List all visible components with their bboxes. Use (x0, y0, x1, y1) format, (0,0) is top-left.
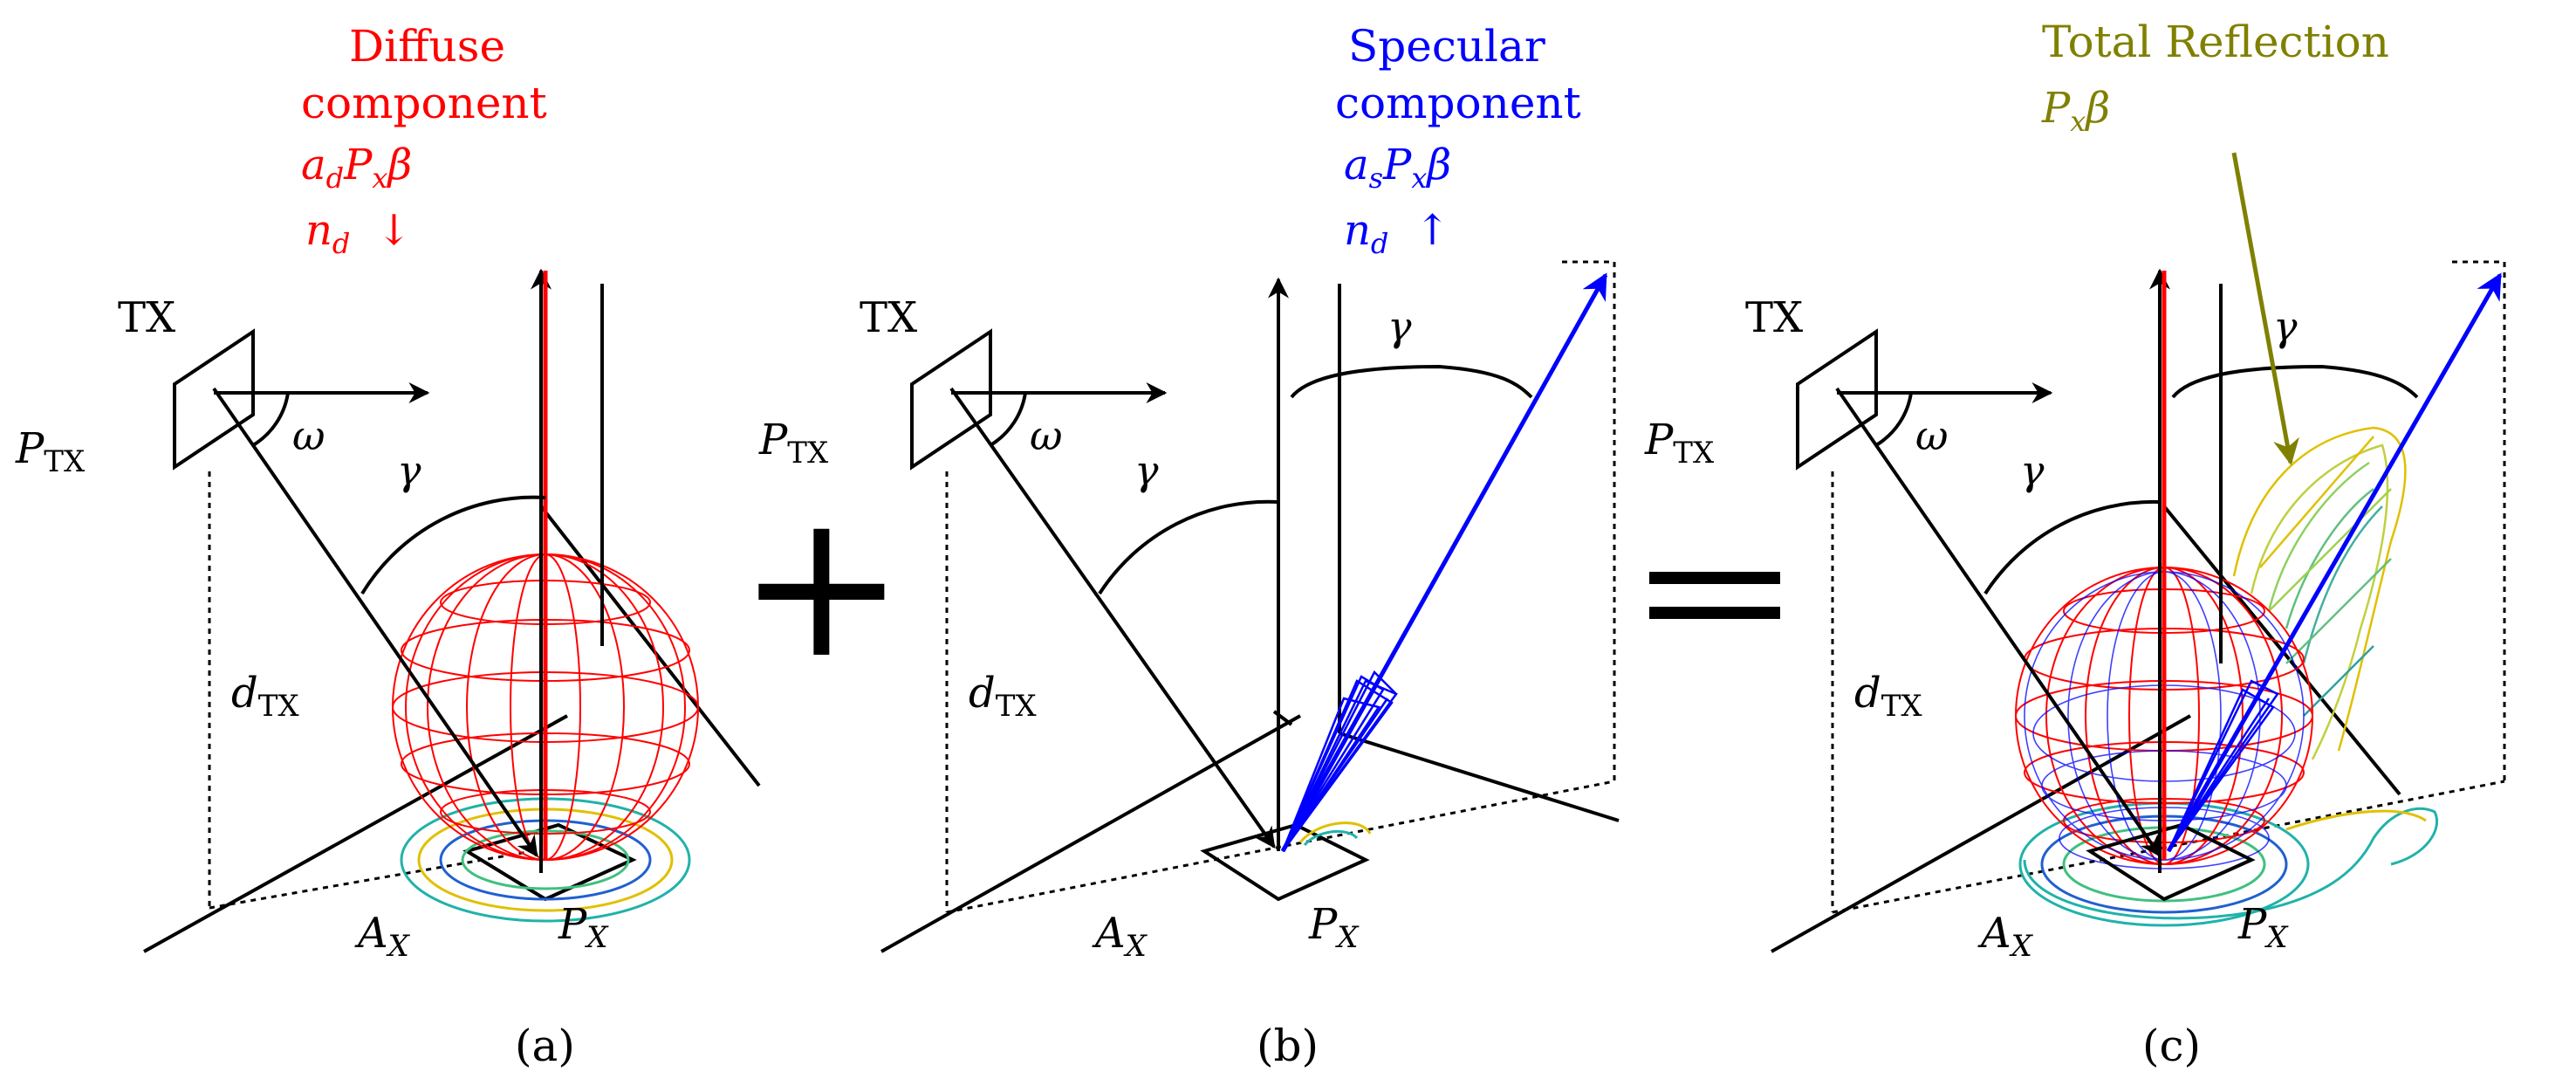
gamma-arc-left (1983, 499, 2161, 595)
receiver-surface (2086, 822, 2256, 902)
px-label: PX (558, 900, 609, 955)
incident-ray (949, 387, 1276, 849)
px-label: PX (2237, 900, 2289, 955)
omega-arc (251, 392, 290, 447)
omega-label: ω (1030, 412, 1063, 459)
specular-subtitle: component (1335, 78, 1581, 128)
incident-ray (212, 387, 538, 857)
plus-glyph: + (737, 470, 906, 703)
panel-b: TX PTX ω γ γ dTX AX PX Specular componen… (758, 21, 1620, 1071)
gamma-arc-right (1290, 364, 1533, 399)
dtx-label: dTX (969, 669, 1037, 724)
caption-b: (b) (1257, 1021, 1319, 1071)
specular-lobe (1281, 670, 1398, 852)
ptx-label: PTX (758, 416, 829, 471)
omega-arc (989, 392, 1027, 447)
total-title: Total Reflection (2042, 17, 2389, 67)
ptx-label: PTX (15, 424, 86, 479)
specular-formula: asPxβ (1344, 141, 1451, 195)
dtx-label: dTX (231, 669, 299, 724)
total-annotation: Total Reflection Pxβ (2041, 17, 2389, 138)
panel-c: TX PTX ω γ γ dTX AX PX Total Reflection … (1644, 17, 2506, 1071)
gamma-label-right: γ (1387, 303, 1412, 350)
tx-square (1796, 328, 1878, 471)
tx-label: TX (860, 293, 917, 342)
total-formula: Pxβ (2041, 84, 2110, 138)
px-label: PX (1308, 900, 1360, 955)
ax-label: AX (1092, 909, 1148, 964)
omega-arc (1874, 392, 1913, 447)
gamma-arc-right (2171, 364, 2419, 399)
diffuse-title: Diffuse (349, 21, 505, 72)
gamma-label: γ (397, 447, 421, 494)
specular-nd: nd↑ (1344, 206, 1450, 260)
plus-operator: + (737, 470, 906, 703)
panel-a: TX PTX ω γ dTX AX PX Diffuse component a… (15, 21, 761, 1071)
floor-axes (880, 710, 1301, 953)
incident-ray (1835, 387, 2162, 857)
gamma-label-left: γ (1134, 447, 1159, 494)
baseline-dotted (946, 780, 1615, 914)
caption-a: (a) (515, 1021, 575, 1071)
floor-axes (143, 505, 761, 953)
gamma-label-right: γ (2273, 303, 2298, 350)
ptx-label: PTX (1644, 416, 1715, 471)
tx-label: TX (118, 293, 175, 342)
ax-label: AX (1977, 909, 2034, 964)
specular-ray (2166, 272, 2503, 853)
small-contour (1298, 821, 1372, 847)
specular-ray (1280, 272, 1608, 853)
diffuse-nd: nd↓ (305, 206, 412, 260)
gamma-arc (360, 495, 546, 595)
dtx-label: dTX (1854, 669, 1922, 724)
equals-operator: = (1649, 572, 1780, 619)
diffuse-annotation: Diffuse component adPxβ nd↓ (301, 21, 547, 260)
gamma-label-left: γ (2020, 447, 2045, 494)
specular-annotation: Specular component asPxβ nd↑ (1335, 21, 1581, 260)
baseline-dotted (1832, 780, 2505, 914)
caption-c: (c) (2142, 1021, 2201, 1071)
omega-label: ω (1915, 412, 1949, 459)
equals-bar-bottom (1649, 607, 1780, 619)
total-reflection-lobe (2232, 426, 2407, 760)
tx-square (910, 328, 992, 471)
omega-label: ω (292, 412, 325, 459)
diffuse-formula: adPxβ (301, 141, 412, 195)
specular-title: Specular (1348, 21, 1545, 72)
equals-bar-top (1649, 572, 1780, 584)
diffuse-subtitle: component (301, 78, 547, 128)
total-reflection-pointer (2231, 152, 2299, 465)
ax-label: AX (354, 909, 411, 964)
tx-label: TX (1745, 293, 1803, 342)
tx-square (173, 328, 255, 471)
baseline-dotted (209, 849, 533, 910)
plane-diagonal (1339, 732, 1620, 822)
gamma-arc-left (1098, 499, 1279, 595)
